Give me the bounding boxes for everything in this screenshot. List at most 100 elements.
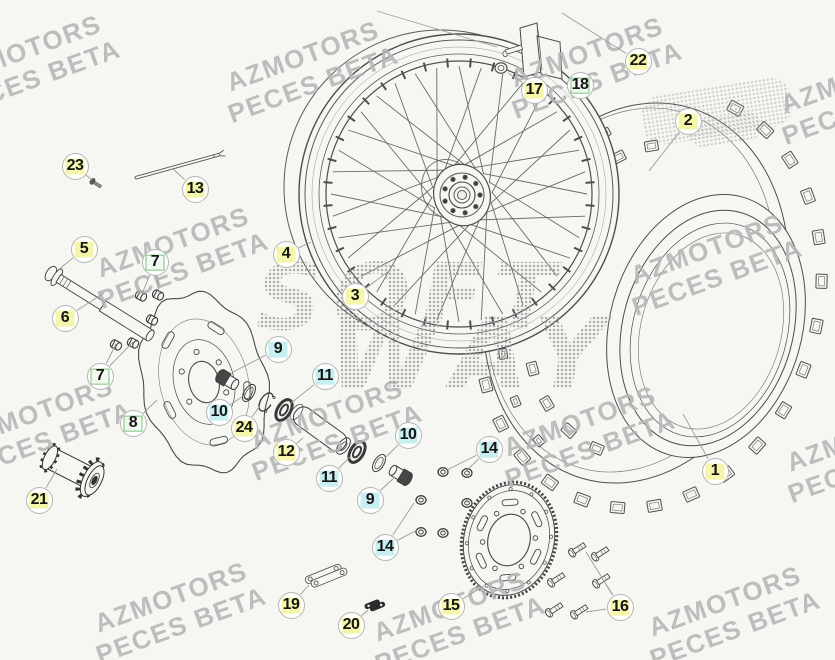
callout-badge [145, 254, 165, 271]
soft-watermark: SOFT [256, 244, 566, 351]
callout-number: 9 [365, 491, 375, 508]
callout-badge [74, 241, 94, 258]
callout-23: 23 [61, 152, 89, 180]
callout-badge [276, 246, 296, 263]
callout-badge [570, 77, 590, 94]
callout-14: 14 [475, 435, 503, 463]
callout-number: 10 [399, 426, 417, 443]
callout-number: 17 [525, 81, 543, 98]
callout-12: 12 [272, 438, 300, 466]
callout-8: 8 [119, 409, 147, 437]
callout-badge [678, 113, 698, 130]
callout-number: 8 [128, 414, 138, 431]
sprocket-nuts-drawing [415, 467, 473, 538]
callout-number: 4 [281, 245, 291, 262]
callout-1: 1 [701, 457, 729, 485]
callout-15: 15 [437, 592, 465, 620]
callout-badge [705, 463, 725, 480]
callout-number: 10 [210, 403, 228, 420]
callout-badge [209, 404, 229, 421]
callout-11: 11 [315, 464, 343, 492]
callout-badge [360, 492, 380, 509]
spacer-chain-drawing [215, 369, 413, 486]
callout-badge [319, 470, 339, 487]
wheel-hub [421, 158, 491, 227]
callout-number: 11 [317, 367, 333, 384]
callout-badge [123, 415, 143, 432]
callout-2: 2 [674, 107, 702, 135]
callout-6: 6 [51, 304, 79, 332]
callout-11: 11 [311, 362, 339, 390]
callout-number: 3 [350, 287, 360, 304]
callout-16: 16 [606, 593, 634, 621]
callout-number: 15 [442, 597, 460, 614]
callout-number: 16 [611, 598, 629, 615]
callout-number: 14 [376, 538, 394, 555]
callout-badge [276, 444, 296, 461]
adjuster-nuts-drawing [109, 289, 165, 351]
callout-19: 19 [277, 591, 305, 619]
callout-number: 14 [480, 440, 498, 457]
callout-number: 23 [66, 157, 84, 174]
callout-badge [398, 427, 418, 444]
callout-7: 7 [86, 362, 114, 390]
callout-13: 13 [181, 175, 209, 203]
callout-number: 1 [710, 462, 720, 479]
callout-badge [185, 181, 205, 198]
callout-number: 2 [683, 112, 693, 129]
callout-badge [375, 539, 395, 556]
callout-3: 3 [341, 282, 369, 310]
callout-number: 7 [95, 367, 105, 384]
callout-badge [90, 368, 110, 385]
callout-number: 20 [342, 616, 360, 633]
chain-link-drawing [304, 563, 348, 588]
hub-drawing [39, 442, 105, 499]
way-watermark: WAY [328, 296, 622, 413]
callout-number: 18 [571, 76, 589, 93]
callout-number: 21 [30, 491, 48, 508]
callout-4: 4 [272, 240, 300, 268]
spoke-rod-drawing [134, 149, 226, 180]
callout-20: 20 [337, 611, 365, 639]
callout-badge [628, 53, 648, 70]
callout-badge [29, 492, 49, 509]
callout-badge [65, 158, 85, 175]
callout-badge [315, 368, 335, 385]
callout-7: 7 [141, 248, 169, 276]
callout-badge [524, 82, 544, 99]
callout-10: 10 [205, 398, 233, 426]
callout-badge [281, 597, 301, 614]
callout-badge [610, 599, 630, 616]
axle-drawing [44, 265, 155, 342]
callout-number: 13 [186, 180, 204, 197]
callout-number: 7 [150, 253, 160, 270]
wheel-drawing [283, 29, 620, 355]
sprocket-drawing [459, 480, 559, 600]
callout-22: 22 [624, 47, 652, 75]
screw-drawing [89, 178, 103, 189]
callout-number: 12 [277, 443, 295, 460]
callout-5: 5 [70, 235, 98, 263]
callout-18: 18 [566, 71, 594, 99]
callout-9: 9 [356, 486, 384, 514]
callout-number: 22 [629, 52, 647, 69]
callout-number: 5 [79, 240, 89, 257]
callout-badge [55, 310, 75, 327]
callout-number: 6 [60, 309, 70, 326]
callout-badge [234, 420, 254, 437]
callout-badge [345, 288, 365, 305]
sprocket-bolts-drawing [545, 542, 611, 620]
master-link-drawing [364, 599, 386, 612]
callout-badge [479, 441, 499, 458]
callout-badge [441, 598, 461, 615]
callout-badge [341, 617, 361, 634]
callout-number: 11 [321, 469, 337, 486]
callout-badge [268, 341, 288, 358]
callout-9: 9 [264, 335, 292, 363]
callout-24: 24 [230, 414, 258, 442]
callout-14: 14 [371, 533, 399, 561]
callout-21: 21 [25, 486, 53, 514]
callout-number: 9 [273, 340, 283, 357]
